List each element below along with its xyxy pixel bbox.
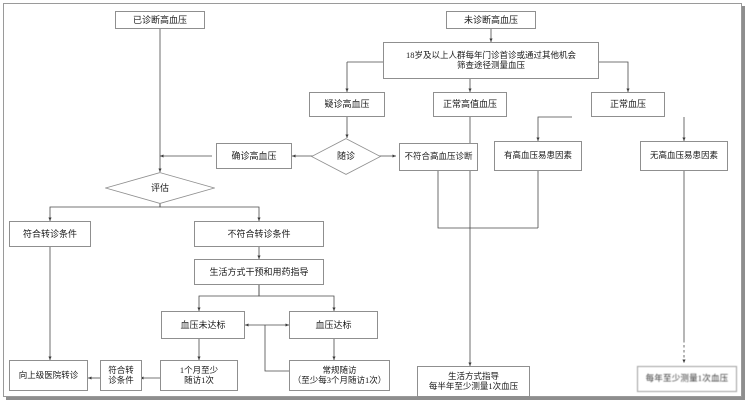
node-not-meeting-diagnosis[interactable]: 不符合高血压诊断 <box>399 143 478 171</box>
node-label: 未诊断高血压 <box>463 14 518 25</box>
node-routine-followup[interactable]: 常规随访 （至少每3个月随访1次） <box>289 360 390 391</box>
diamond-shape <box>311 138 381 175</box>
node-label: 生活方式指导 每半年至少测量1次血压 <box>428 370 519 391</box>
node-label: 18岁及以上人群每年门诊首诊或通过其他机会 筛查途径测量血压 <box>405 49 576 70</box>
node-followup-decision[interactable]: 随诊 <box>311 138 381 175</box>
node-normal-bp[interactable]: 正常血压 <box>591 92 665 117</box>
node-assessment-decision[interactable]: 评估 <box>105 172 215 204</box>
node-undiagnosed-hypertension[interactable]: 未诊断高血压 <box>446 11 536 29</box>
node-label: 符合转 诊条件 <box>108 364 134 385</box>
node-label: 常规随访 （至少每3个月随访1次） <box>292 364 387 385</box>
node-no-risk-factors[interactable]: 无高血压易患因素 <box>640 141 728 171</box>
node-label: 无高血压易患因素 <box>649 150 718 161</box>
node-meets-referral-criteria[interactable]: 符合转诊条件 <box>9 221 91 247</box>
node-normal-high-bp[interactable]: 正常高值血压 <box>433 92 507 117</box>
node-bp-controlled[interactable]: 血压达标 <box>289 311 378 339</box>
node-label: 生活方式干预和用药指导 <box>209 266 309 277</box>
node-monthly-followup[interactable]: 1个月至少 随访1次 <box>160 360 238 391</box>
node-label: 疑诊高血压 <box>324 99 370 110</box>
node-bp-not-controlled[interactable]: 血压未达标 <box>161 311 245 339</box>
node-refer-upper-hospital[interactable]: 向上级医院转诊 <box>9 360 88 391</box>
node-lifestyle-guidance[interactable]: 生活方式指导 每半年至少测量1次血压 <box>417 366 530 397</box>
node-label: 确诊高血压 <box>231 150 277 161</box>
node-label: 随诊 <box>336 151 355 162</box>
node-label: 有高血压易患因素 <box>503 150 572 161</box>
node-label: 不符合转诊条件 <box>227 228 291 239</box>
node-screening[interactable]: 18岁及以上人群每年门诊首诊或通过其他机会 筛查途径测量血压 <box>383 42 599 79</box>
node-meets-referral-criteria-2[interactable]: 符合转 诊条件 <box>100 360 142 391</box>
node-lifestyle-and-medication[interactable]: 生活方式干预和用药指导 <box>194 259 324 285</box>
node-label: 向上级医院转诊 <box>18 369 79 380</box>
node-label: 每年至少测量1次血压 <box>645 373 729 384</box>
node-label: 血压达标 <box>315 319 352 330</box>
node-measure-yearly[interactable]: 每年至少测量1次血压 <box>637 366 737 392</box>
diamond-shape <box>105 172 215 204</box>
node-diagnosed-hypertension[interactable]: 已诊断高血压 <box>115 11 205 29</box>
node-not-meets-referral-criteria[interactable]: 不符合转诊条件 <box>194 221 324 247</box>
node-label: 已诊断高血压 <box>132 14 187 25</box>
node-has-risk-factors[interactable]: 有高血压易患因素 <box>494 141 582 171</box>
node-label: 血压未达标 <box>180 319 226 330</box>
node-label: 1个月至少 随访1次 <box>179 364 219 385</box>
node-label: 不符合高血压诊断 <box>404 151 473 162</box>
node-label: 正常血压 <box>609 99 646 110</box>
node-label: 正常高值血压 <box>442 99 497 110</box>
node-confirmed-hypertension[interactable]: 确诊高血压 <box>216 143 292 169</box>
node-suspected-hypertension[interactable]: 疑诊高血压 <box>309 92 385 117</box>
node-label: 评估 <box>150 182 169 193</box>
node-label: 符合转诊条件 <box>22 228 77 239</box>
